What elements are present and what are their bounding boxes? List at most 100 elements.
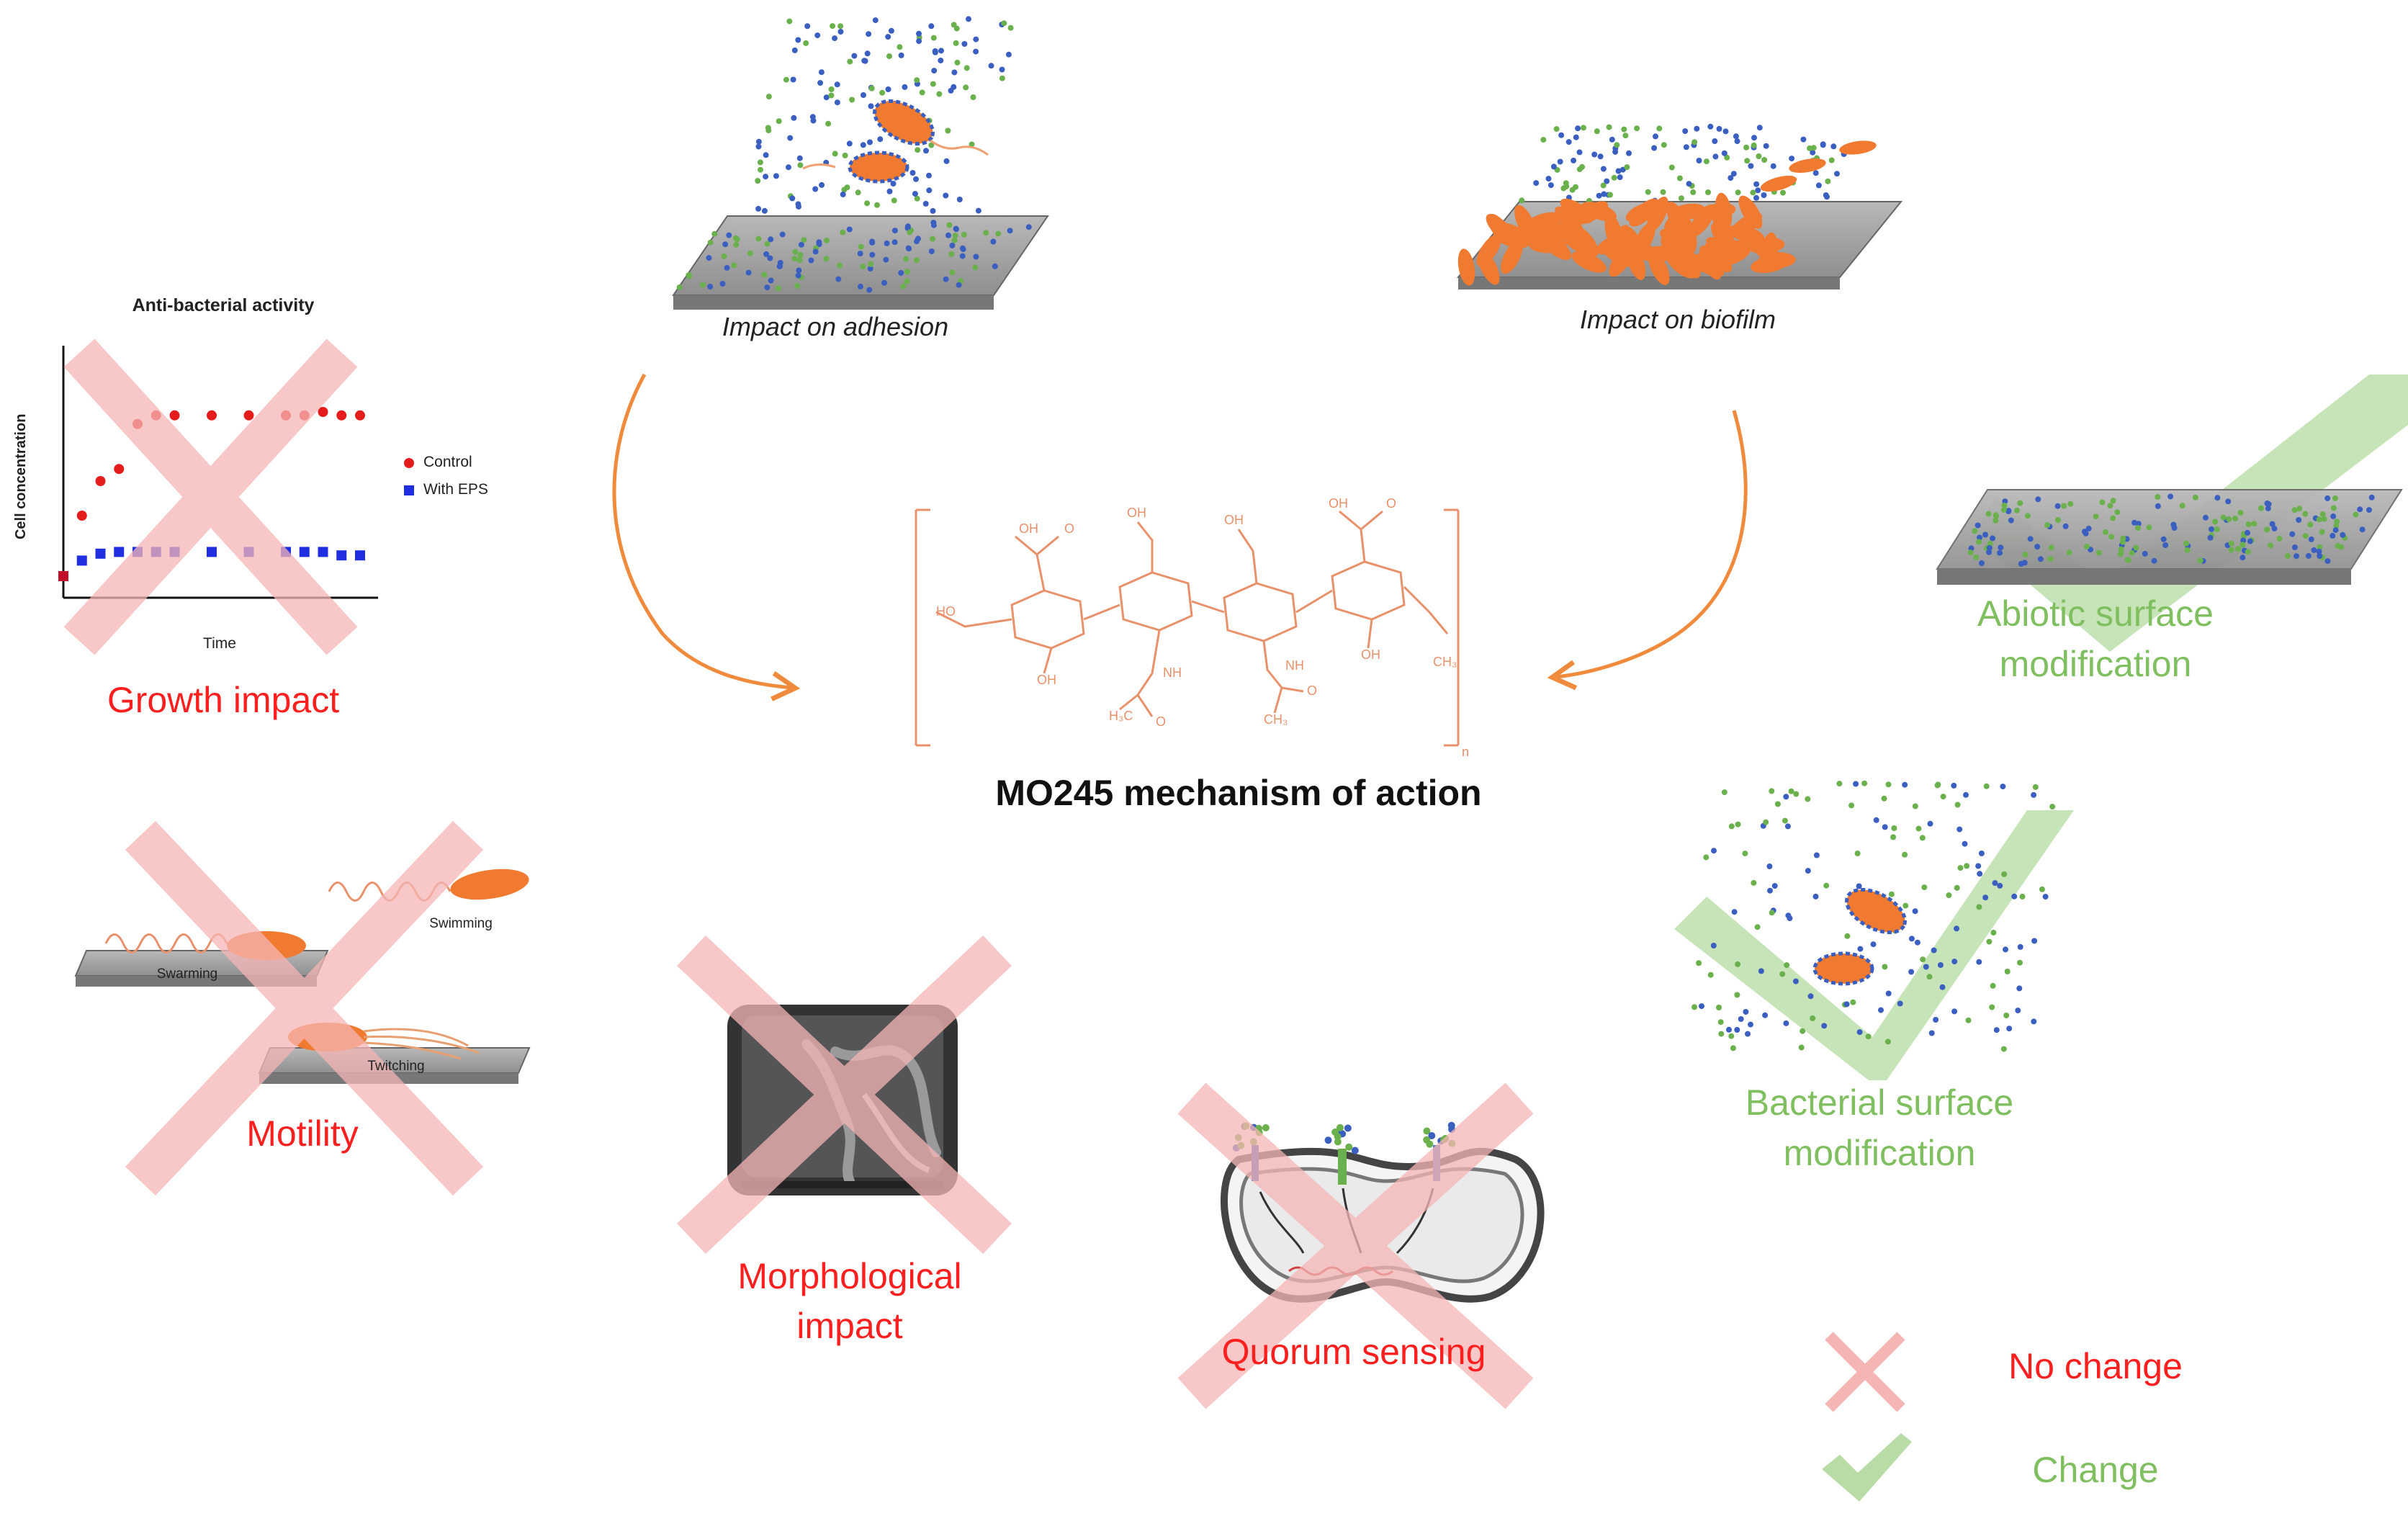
molecule-dot (1792, 978, 1799, 984)
molecule-dot (2155, 494, 2161, 500)
molecule-dot (1751, 142, 1757, 148)
molecule-dot (1755, 187, 1761, 194)
molecule-dot (2000, 506, 2007, 513)
no-change-cross-growth (63, 338, 358, 655)
legend-control-marker (404, 458, 414, 468)
eps-point (207, 547, 217, 557)
molecule-dot (1982, 531, 1988, 538)
molecule-dot (840, 192, 846, 197)
molecule-dot (1885, 781, 1892, 788)
molecule-dot (2276, 535, 2283, 542)
molecule-dot (2291, 544, 2298, 550)
molecule-dot (849, 97, 855, 103)
molecule-dot (953, 25, 960, 32)
molecule-dot (930, 207, 936, 214)
molecule-dot (988, 63, 994, 69)
molecule-dot (1750, 189, 1756, 196)
molecule-dot (891, 197, 897, 204)
molecule-dot (1726, 1026, 1732, 1033)
molecule-dot (936, 91, 943, 97)
molecule-dot (1676, 175, 1683, 181)
molecule-dot (2245, 549, 2251, 555)
molecule-dot (1581, 125, 1586, 131)
molecule-dot (855, 189, 861, 196)
molecule-dot (1813, 852, 1820, 858)
chart-xlabel: Time (203, 635, 236, 652)
molecule-dot (1825, 178, 1831, 184)
molecule-dot (857, 283, 863, 290)
molecule-dot (1597, 153, 1604, 160)
molecule-dot (2031, 791, 2037, 798)
molecule-dot (1753, 194, 1759, 201)
molecule-dot (2171, 525, 2178, 531)
molecule-dot (1611, 174, 1617, 181)
molecule-dot (1983, 783, 1990, 789)
molecule-dot (825, 120, 832, 127)
molecule-dot (1878, 1007, 1884, 1013)
molecule-dot (1854, 851, 1861, 856)
molecule-dot (1615, 168, 1622, 174)
molecule-dot (2359, 526, 2366, 533)
molecule-dot (1683, 144, 1689, 151)
molecule-dot (1743, 1009, 1749, 1015)
molecule-dot (1914, 939, 1920, 946)
biofilm-bacterium (1789, 158, 1826, 173)
molecule-dot (1992, 880, 1998, 887)
molecule-dot (817, 80, 824, 86)
molecule-dot (1576, 166, 1583, 173)
molecule-dot (1682, 128, 1689, 135)
molecule-dot (868, 261, 874, 267)
molecule-dot (2042, 894, 2049, 900)
molecule-dot (2002, 498, 2008, 505)
molecule-dot (1850, 999, 1856, 1005)
molecule-dot (1940, 794, 1946, 800)
molecule-dot (1976, 539, 1982, 545)
molecule-dot (755, 143, 762, 150)
molecule-dot (1779, 971, 1786, 977)
molecule-dot (1758, 968, 1764, 974)
molecule-dot (1919, 835, 1926, 841)
molecule-dot (834, 99, 840, 106)
molecule-dot (803, 40, 809, 46)
molecule-dot (1956, 826, 1963, 833)
molecule-dot (914, 238, 920, 245)
biofilm-bacterium (1758, 252, 1796, 269)
molecule-dot (1857, 946, 1864, 952)
molecule-dot (1785, 912, 1792, 919)
molecule-dot (764, 284, 771, 291)
molecule-dot (953, 40, 959, 46)
biofilm-bacterium (1760, 176, 1797, 192)
molecule-dot (846, 226, 853, 233)
molecule-dot (2102, 529, 2108, 535)
molecule-dot (2017, 500, 2023, 506)
svg-text:CH₃: CH₃ (1264, 712, 1288, 727)
molecule-dot (1951, 959, 1958, 965)
molecule-dot (1848, 802, 1855, 809)
molecule-dot (949, 269, 956, 276)
motility-label: Motility (246, 1113, 359, 1154)
molecule-dot (761, 207, 768, 214)
molecule-dot (1856, 1029, 1863, 1036)
molecule-dot (2119, 539, 2126, 545)
molecule-dot (2133, 544, 2139, 551)
molecule-dot (1545, 176, 1552, 182)
arrow-adhesion-to-center (612, 373, 801, 701)
molecule-dot (2209, 526, 2214, 532)
molecule-dot (1744, 158, 1751, 164)
molecule-dot (719, 281, 726, 287)
legend-change-label: Change (2032, 1450, 2159, 1490)
molecule-dot (881, 279, 887, 286)
legend-eps-label: With EPS (423, 481, 488, 498)
molecule-dot (931, 68, 938, 74)
molecule-dot (1751, 135, 1757, 141)
molecule-dot (1986, 549, 1993, 555)
molecule-dot (860, 264, 866, 269)
molecule-dot (796, 155, 803, 161)
molecule-dot (2108, 534, 2115, 540)
svg-text:OH: OH (1019, 521, 1038, 536)
molecule-dot (1699, 1003, 1704, 1010)
molecule-dot (2333, 523, 2340, 529)
molecule-dot (2245, 521, 2252, 527)
molecule-dot (1634, 125, 1640, 132)
